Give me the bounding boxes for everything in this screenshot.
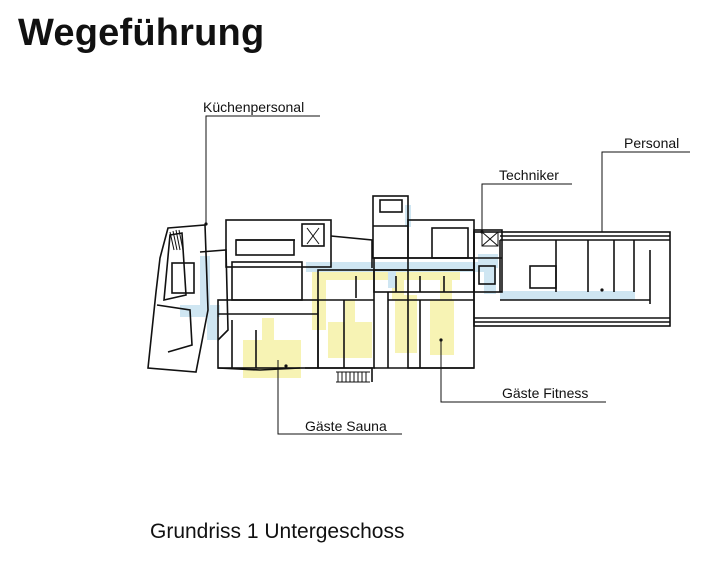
label-techniker: Techniker	[499, 167, 559, 183]
page-title: Wegeführung	[18, 12, 265, 54]
label-kuechenpersonal: Küchenpersonal	[203, 99, 304, 115]
stairs	[169, 227, 499, 383]
building-walls	[147, 195, 671, 382]
guest-route-areas	[243, 268, 460, 378]
label-gaeste-sauna: Gäste Sauna	[305, 418, 387, 434]
label-personal: Personal	[624, 135, 679, 151]
label-gaeste-fitness: Gäste Fitness	[502, 385, 588, 401]
plan-caption: Grundriss 1 Untergeschoss	[150, 520, 405, 543]
route-markers	[204, 222, 604, 368]
leader-lines	[205, 115, 690, 435]
